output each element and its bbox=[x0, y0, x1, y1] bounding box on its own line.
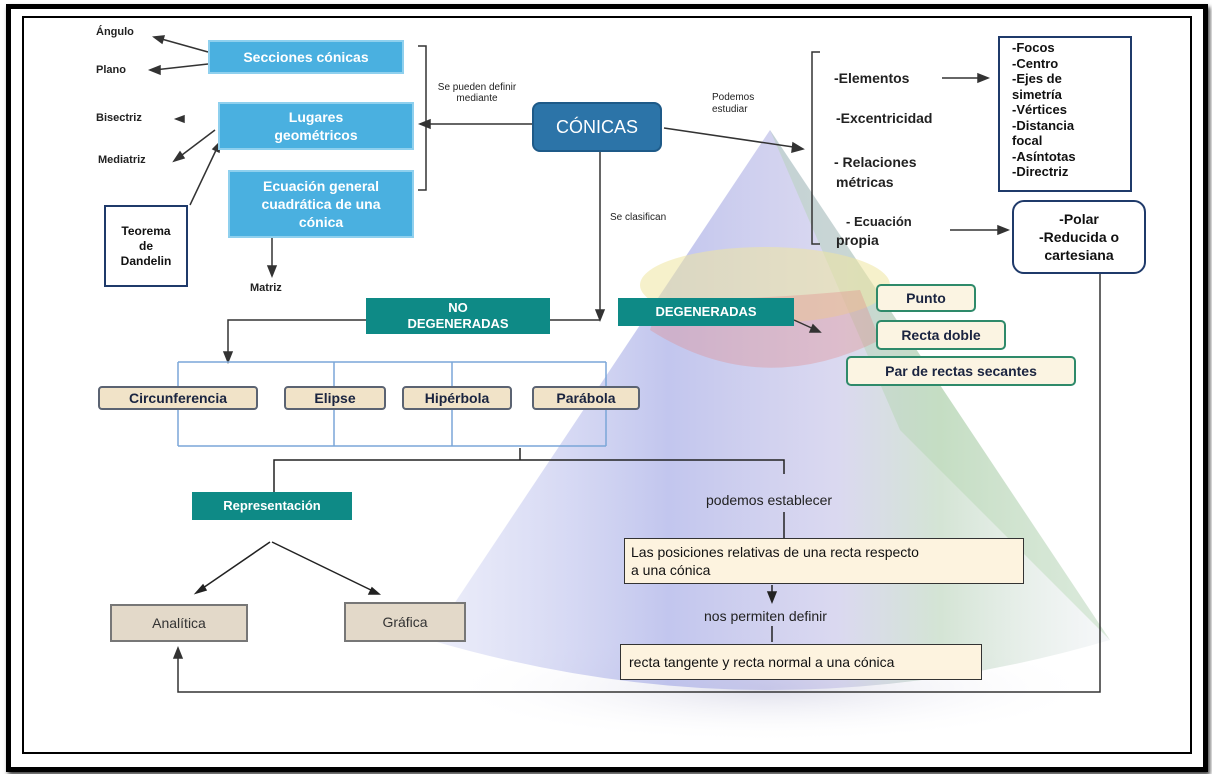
podemos-estudiar-line1: Podemos bbox=[712, 92, 755, 103]
no-degeneradas-line1: NO bbox=[448, 300, 468, 315]
posiciones-line1: Las posiciones relativas de una recta re… bbox=[631, 544, 919, 560]
degeneradas-label: DEGENERADAS bbox=[655, 304, 757, 319]
element-simetria: simetría bbox=[1012, 86, 1062, 102]
elipse-node[interactable]: Elipse bbox=[284, 386, 386, 410]
secciones-conicas-node[interactable]: Secciones cónicas bbox=[208, 40, 404, 74]
form-cartesiana: cartesiana bbox=[1044, 247, 1114, 263]
degeneradas-node[interactable]: DEGENERADAS bbox=[618, 298, 794, 326]
ecuacion-line1: Ecuación general bbox=[263, 178, 379, 194]
grafica-node[interactable]: Gráfica bbox=[344, 602, 466, 642]
teorema-dandelin-node[interactable]: Teorema de Dandelin bbox=[104, 205, 188, 287]
recta-tangente-node[interactable]: recta tangente y recta normal a una cóni… bbox=[620, 644, 982, 680]
ecuacion-forms-box: -Polar -Reducida o cartesiana bbox=[1012, 200, 1146, 274]
excentricidad-label: -Excentricidad bbox=[836, 110, 933, 126]
par-rectas-label: Par de rectas secantes bbox=[885, 363, 1037, 379]
podemos-estudiar-line2: estudiar bbox=[712, 104, 748, 115]
analitica-node[interactable]: Analítica bbox=[110, 604, 248, 642]
circunferencia-node[interactable]: Circunferencia bbox=[98, 386, 258, 410]
ecuacion-general-node[interactable]: Ecuación general cuadrática de una cónic… bbox=[228, 170, 414, 238]
hiperbola-node[interactable]: Hipérbola bbox=[402, 386, 512, 410]
teorema-line2: de bbox=[138, 238, 153, 253]
element-focal: focal bbox=[1012, 133, 1043, 148]
nos-permiten-label: nos permiten definir bbox=[704, 608, 827, 624]
element-centro: -Centro bbox=[1012, 55, 1059, 71]
element-directriz: -Directriz bbox=[1012, 164, 1069, 179]
se-clasifican-label: Se clasifican bbox=[610, 212, 667, 223]
lugares-geometricos-node[interactable]: Lugares geométricos bbox=[218, 102, 414, 150]
element-vertices: -Vértices bbox=[1012, 102, 1067, 117]
relaciones-line2: métricas bbox=[836, 174, 894, 190]
se-pueden-label: Se pueden definir mediante bbox=[437, 82, 517, 104]
ecuacion-line2: cuadrática de una bbox=[261, 196, 381, 212]
podemos-establecer-label: podemos establecer bbox=[706, 492, 833, 508]
root-conicas-node[interactable]: CÓNICAS bbox=[532, 102, 662, 152]
elementos-list-box: -Focos -Centro -Ejes de simetría -Vértic… bbox=[998, 36, 1132, 192]
par-rectas-secantes-node[interactable]: Par de rectas secantes bbox=[846, 356, 1076, 386]
analitica-label: Analítica bbox=[152, 615, 206, 631]
cone-shape bbox=[430, 130, 1110, 690]
root-label: CÓNICAS bbox=[555, 116, 638, 137]
ecuacion-propia-line2: propia bbox=[836, 232, 879, 248]
elementos-label: -Elementos bbox=[834, 70, 910, 86]
secciones-label: Secciones cónicas bbox=[243, 49, 369, 65]
element-focos: -Focos bbox=[1012, 40, 1055, 55]
posiciones-relativas-node[interactable]: Las posiciones relativas de una recta re… bbox=[624, 538, 1024, 584]
relaciones-line1: - Relaciones bbox=[834, 154, 917, 170]
representacion-node[interactable]: Representación bbox=[192, 492, 352, 520]
form-reducida: -Reducida o bbox=[1038, 229, 1120, 245]
hiperbola-label: Hipérbola bbox=[424, 390, 490, 406]
element-distancia: -Distancia bbox=[1012, 117, 1075, 133]
ecuacion-propia-line1: - Ecuación bbox=[846, 214, 912, 229]
ecuacion-line3: cónica bbox=[298, 214, 344, 230]
teorema-line1: Teorema bbox=[121, 223, 171, 238]
elipse-label: Elipse bbox=[314, 390, 356, 406]
no-degeneradas-node[interactable]: NO DEGENERADAS bbox=[366, 298, 550, 334]
parabola-node[interactable]: Parábola bbox=[532, 386, 640, 410]
lugares-line2: geométricos bbox=[274, 127, 358, 143]
parabola-label: Parábola bbox=[556, 390, 616, 406]
recta-doble-label: Recta doble bbox=[901, 327, 981, 343]
punto-node[interactable]: Punto bbox=[876, 284, 976, 312]
recta-doble-node[interactable]: Recta doble bbox=[876, 320, 1006, 350]
teorema-line3: Dandelin bbox=[120, 253, 172, 268]
form-polar: -Polar bbox=[1059, 211, 1099, 227]
grafica-label: Gráfica bbox=[382, 614, 428, 630]
punto-label: Punto bbox=[906, 290, 946, 306]
inner-frame bbox=[22, 16, 1192, 754]
element-ejes: -Ejes de bbox=[1012, 71, 1062, 86]
matriz-label: Matriz bbox=[250, 282, 282, 294]
bisectriz-label: Bisectriz bbox=[96, 112, 142, 124]
no-degeneradas-line2: DEGENERADAS bbox=[407, 316, 509, 331]
mediatriz-label: Mediatriz bbox=[98, 154, 146, 166]
circunferencia-label: Circunferencia bbox=[128, 390, 228, 406]
posiciones-line2: a una cónica bbox=[631, 562, 711, 578]
recta-tangente-label: recta tangente y recta normal a una cóni… bbox=[629, 654, 895, 670]
plano-label: Plano bbox=[96, 64, 126, 76]
element-asintotas: -Asíntotas bbox=[1012, 148, 1076, 164]
representacion-label: Representación bbox=[223, 498, 321, 513]
angulo-label: Ángulo bbox=[96, 26, 134, 38]
lugares-line1: Lugares bbox=[288, 109, 344, 125]
